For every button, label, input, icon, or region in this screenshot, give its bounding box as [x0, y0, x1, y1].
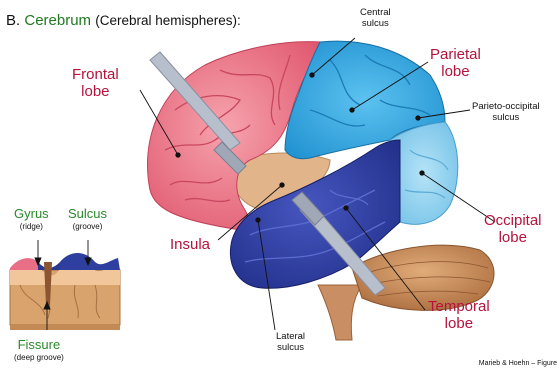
frontal-line1: Frontal — [72, 66, 119, 83]
fissure-label: Fissure (deep groove) — [14, 338, 64, 362]
gyrus-note: (ridge) — [14, 222, 49, 231]
occipital-line1: Occipital — [484, 212, 542, 229]
lateral-sulcus-line2: sulcus — [276, 343, 305, 354]
sulcus-text: Sulcus — [68, 207, 107, 222]
cortex-inset — [10, 253, 120, 330]
occipital-line2: lobe — [484, 229, 542, 246]
central-sulcus-label: Central sulcus — [360, 8, 391, 30]
title-highlight: Cerebrum — [24, 12, 91, 29]
temporal-line1: Temporal — [428, 298, 490, 315]
insula-text: Insula — [170, 236, 210, 253]
temporal-line2: lobe — [428, 315, 490, 332]
fissure-text: Fissure — [14, 338, 64, 353]
title-rest: (Cerebral hemispheres): — [95, 13, 241, 28]
occipital-lobe-label: Occipital lobe — [484, 212, 542, 247]
lateral-sulcus-label: Lateral sulcus — [276, 332, 305, 354]
figure-credit: Marieb & Hoehn – Figure — [479, 360, 557, 368]
sulcus-label: Sulcus (groove) — [68, 207, 107, 231]
brain-stem — [318, 285, 362, 340]
title-prefix: B. — [6, 12, 20, 29]
fissure-note: (deep groove) — [14, 353, 64, 362]
temporal-lobe-label: Temporal lobe — [428, 298, 490, 333]
gyrus-label: Gyrus (ridge) — [14, 207, 49, 231]
frontal-lobe-label: Frontal lobe — [72, 66, 119, 101]
central-sulcus-line2: sulcus — [360, 19, 391, 30]
page-title: B. Cerebrum (Cerebral hemispheres): — [6, 12, 241, 29]
parietal-line1: Parietal — [430, 46, 481, 63]
insula-label: Insula — [170, 236, 210, 253]
parieto-occipital-line2: sulcus — [472, 113, 540, 124]
frontal-line2: lobe — [72, 83, 119, 100]
sulcus-note: (groove) — [68, 222, 107, 231]
gyrus-text: Gyrus — [14, 207, 49, 222]
parietal-line2: lobe — [430, 63, 481, 80]
parietal-lobe-label: Parietal lobe — [430, 46, 481, 81]
parieto-occipital-label: Parieto-occipital sulcus — [472, 102, 540, 124]
